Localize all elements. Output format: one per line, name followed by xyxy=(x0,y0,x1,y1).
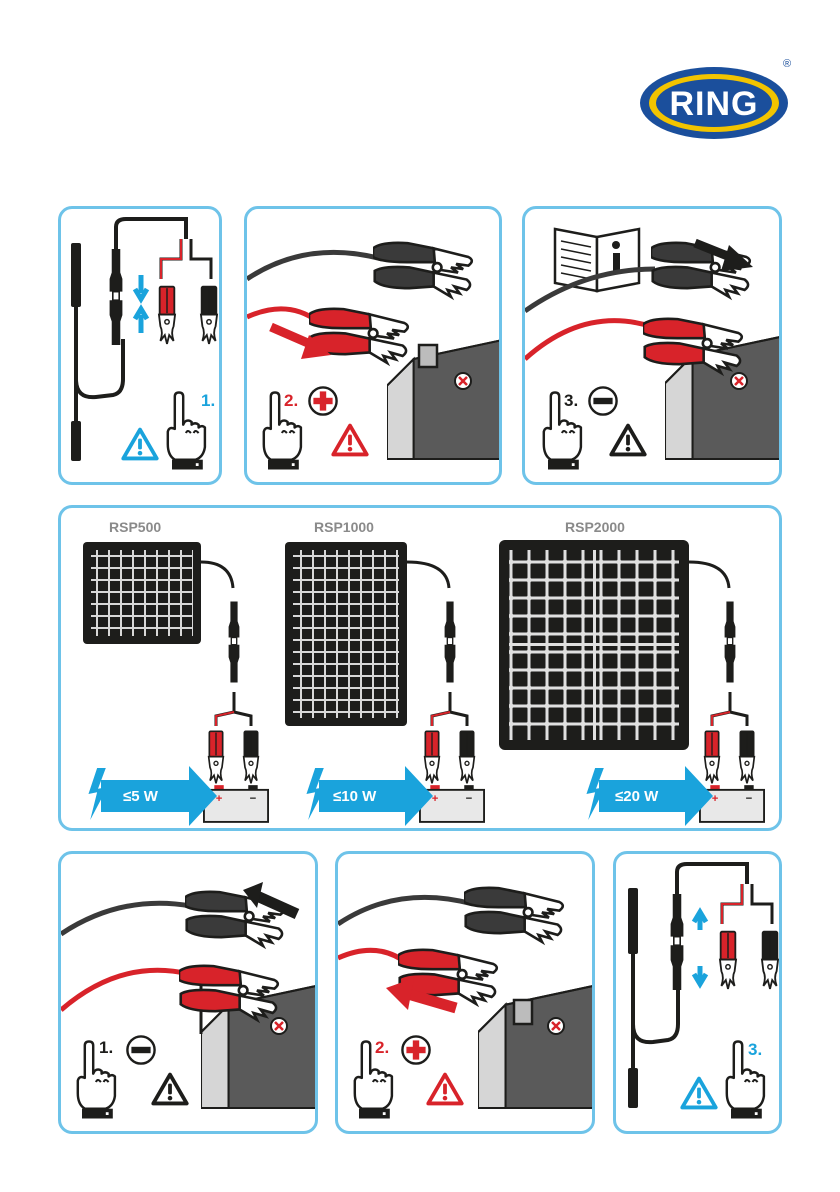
solar-panel-icon xyxy=(499,540,689,750)
connect-step-1-panel: 1. xyxy=(58,206,222,485)
step-number: 1. xyxy=(99,1038,113,1058)
connect-step-2-panel: 2. xyxy=(244,206,502,485)
info-book-icon xyxy=(555,229,639,291)
model-name-rsp1000: RSP1000 xyxy=(314,519,374,535)
disconnect-step-2-panel: 2. xyxy=(335,851,595,1134)
models-panel: RSP500 RSP1000 RSP2000 ≤5 W ≤10 W ≤20 W xyxy=(58,505,782,831)
step-number: 1. xyxy=(201,391,215,411)
step-number: 2. xyxy=(284,391,298,411)
solar-panel-icon xyxy=(83,542,201,644)
disconnect-step-3-panel: 3. xyxy=(613,851,782,1134)
power-label-rsp500: ≤5 W xyxy=(123,788,158,805)
model-name-rsp2000: RSP2000 xyxy=(565,519,625,535)
power-label-rsp1000: ≤10 W xyxy=(333,788,376,805)
logo-text: RING xyxy=(670,85,759,123)
step-number: 3. xyxy=(564,391,578,411)
disconnect-step-1-panel: 1. xyxy=(58,851,318,1134)
step-number: 3. xyxy=(748,1040,762,1060)
connect-step-3-panel: 3. xyxy=(522,206,782,485)
step-number: 2. xyxy=(375,1038,389,1058)
registered-mark: ® xyxy=(783,58,791,70)
model-name-rsp500: RSP500 xyxy=(109,519,161,535)
power-label-rsp2000: ≤20 W xyxy=(615,788,658,805)
solar-panel-icon xyxy=(285,542,407,726)
ring-logo: RING ® xyxy=(636,53,796,145)
